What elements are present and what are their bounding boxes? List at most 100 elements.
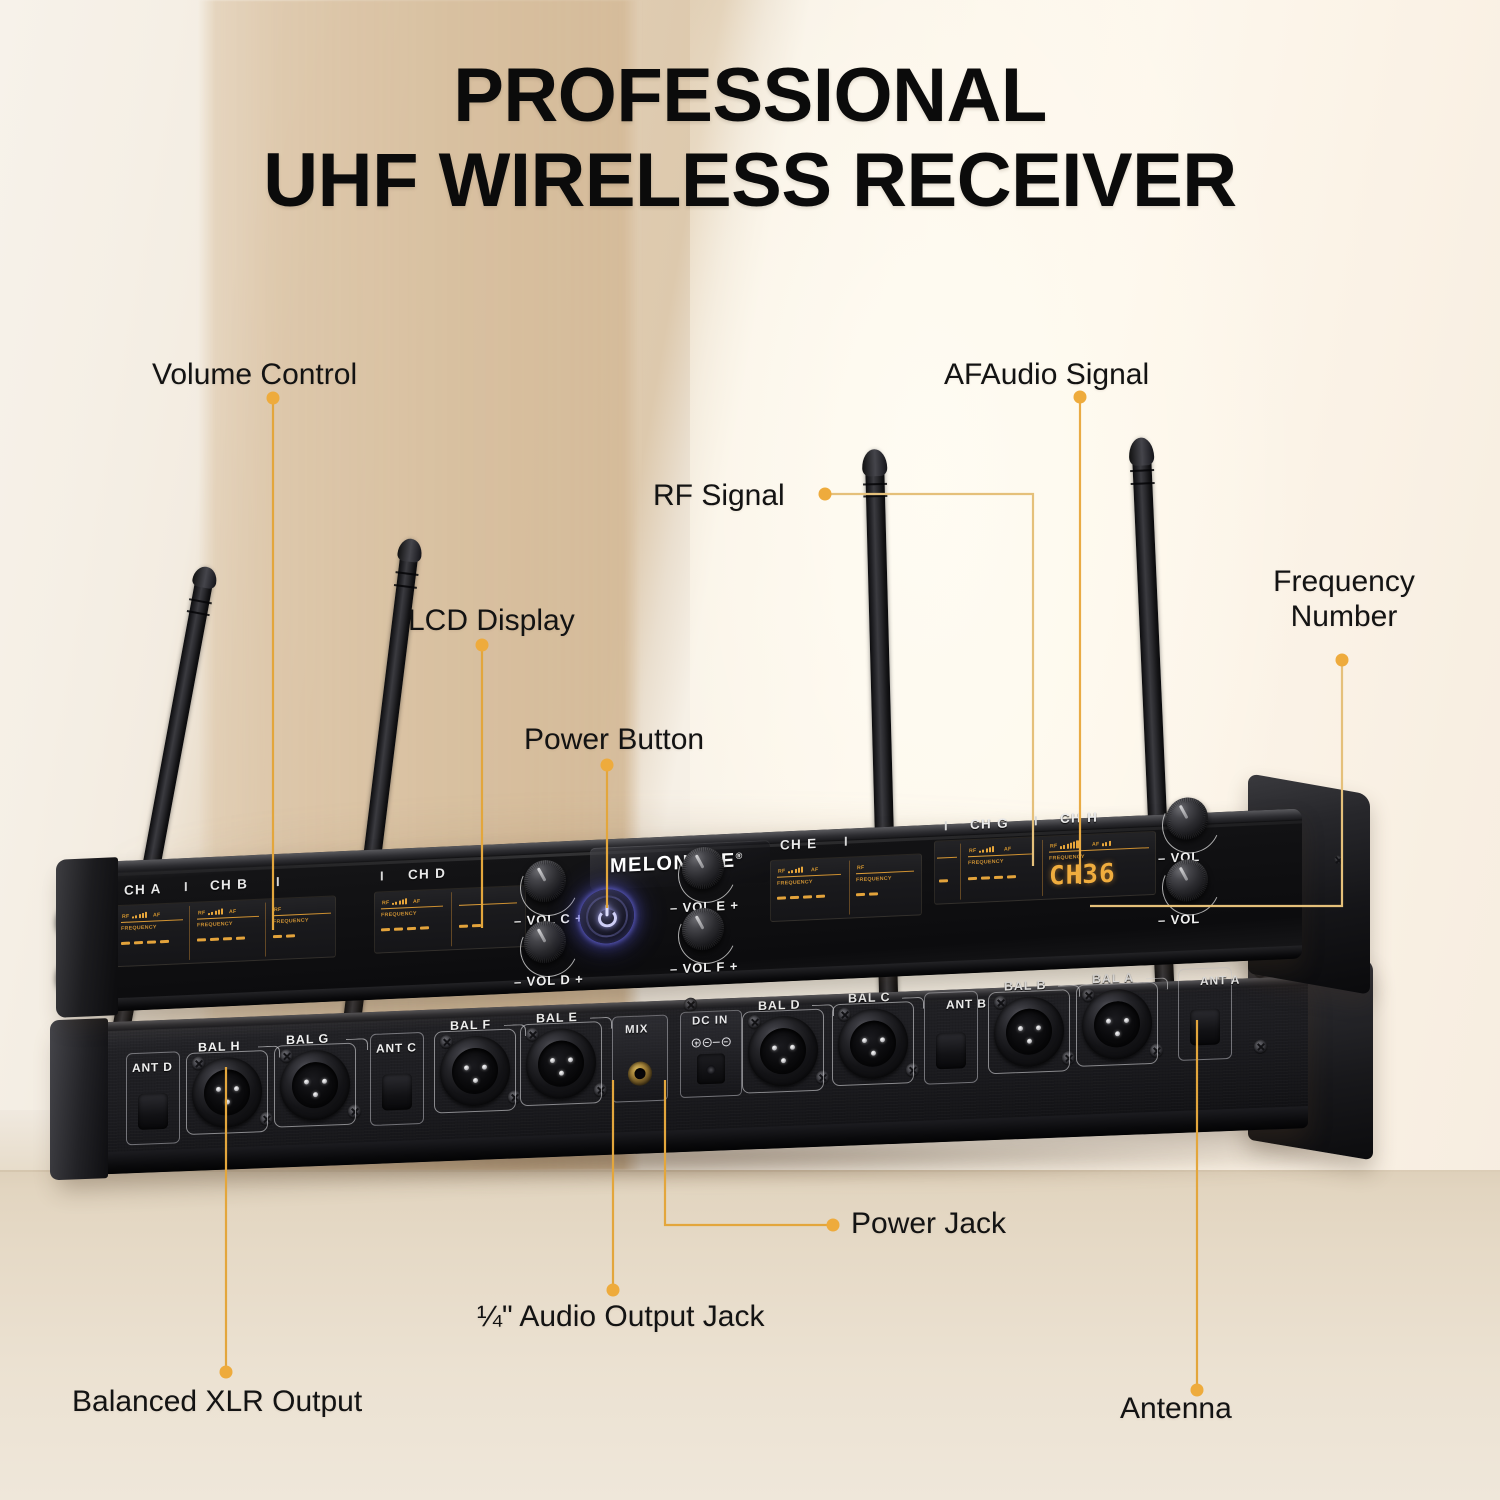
lcd-cell-ch-b: RF AF FREQUENCY xyxy=(191,900,265,963)
lcd-underline xyxy=(381,905,443,910)
lcd-value-ch-f2 xyxy=(939,879,948,883)
xlr-hole xyxy=(850,1019,896,1068)
lcd-af-indicator: AF xyxy=(811,866,819,874)
xlr-pin xyxy=(1036,1025,1041,1031)
lcd-display-group-4[interactable]: RF AF FREQUENCY RF AF xyxy=(934,830,1156,905)
antenna-connector xyxy=(1190,1008,1220,1046)
xlr-output-bal-b[interactable] xyxy=(988,989,1070,1075)
mix-jack-label: MIX xyxy=(625,1023,649,1037)
xlr-pin xyxy=(1115,1031,1120,1037)
callout-rf-signal: RF Signal xyxy=(653,479,785,512)
xlr-pin xyxy=(1027,1038,1032,1044)
xlr-output-bal-g[interactable] xyxy=(274,1042,356,1128)
lcd-underline xyxy=(777,873,841,879)
antenna-connector xyxy=(138,1092,168,1130)
front-unit-left-endcap xyxy=(56,857,118,1018)
channel-label-ch-h: CH H xyxy=(1060,809,1099,827)
callout-lcd-display: LCD Display xyxy=(408,604,575,637)
lcd-value-ch-d2 xyxy=(459,923,481,928)
antenna-connector xyxy=(382,1073,412,1111)
xlr-pin xyxy=(550,1057,555,1064)
audio-output-jack[interactable] xyxy=(628,1061,652,1087)
volume-knob-d-label: – VOL D + xyxy=(514,971,584,990)
lcd-value-ch-d xyxy=(381,926,429,932)
lcd-display-group-2[interactable]: RF AF FREQUENCY xyxy=(374,884,526,954)
antenna-a[interactable] xyxy=(1127,437,1177,1061)
lcd-cell-ch-e: RF AF FREQUENCY xyxy=(771,858,847,921)
lcd-value-ch-e xyxy=(777,894,825,900)
lcd-underline xyxy=(197,915,259,920)
power-icon xyxy=(597,903,617,928)
channel-separator: I xyxy=(844,833,848,849)
channel-separator: I xyxy=(380,868,384,884)
antenna-tip xyxy=(1127,437,1155,467)
lcd-cell-ch-f: RF FREQUENCY xyxy=(851,854,921,917)
channel-label-ch-a: CH A xyxy=(124,881,162,898)
lcd-frequency-number: CH36 xyxy=(1049,858,1116,892)
xlr-pin xyxy=(1106,1018,1111,1024)
xlr-pin xyxy=(234,1086,239,1092)
channel-separator: I xyxy=(184,879,188,895)
xlr-pin xyxy=(473,1077,478,1084)
lcd-value-ch-c xyxy=(273,934,295,939)
power-jack[interactable] xyxy=(697,1053,725,1085)
lcd-cell-ch-g: RF AF FREQUENCY xyxy=(962,837,1040,902)
lcd-underline xyxy=(968,853,1034,858)
lcd-display-group-1[interactable]: RF AF FREQUENCY RF AF FREQU xyxy=(114,895,336,968)
lcd-rf-bars-active xyxy=(1060,840,1079,850)
callout-frequency-number-line1: Frequency xyxy=(1273,565,1415,598)
lcd-rf-bars xyxy=(132,911,148,919)
lcd-frequency-caption: FREQUENCY xyxy=(273,917,309,926)
channel-label-ch-e: CH E xyxy=(780,835,818,853)
lcd-cell-ch-c: RF FREQUENCY xyxy=(267,896,336,959)
xlr-pin xyxy=(482,1064,487,1070)
xlr-pin xyxy=(1018,1025,1023,1032)
brand-trademark: ® xyxy=(735,850,744,861)
xlr-hole xyxy=(452,1047,498,1095)
lcd-rf-indicator: RF xyxy=(274,906,282,914)
lcd-rf-indicator: RF xyxy=(969,847,977,855)
lcd-underline xyxy=(856,870,914,875)
lcd-rf-indicator: RF xyxy=(857,864,865,872)
xlr-output-bal-f[interactable] xyxy=(434,1028,516,1114)
screw-icon xyxy=(1334,854,1343,865)
lcd-rf-indicator: RF xyxy=(198,910,206,917)
xlr-pin xyxy=(464,1065,469,1071)
xlr-output-bal-d[interactable] xyxy=(742,1008,824,1094)
lcd-frequency-caption: FREQUENCY xyxy=(197,921,233,929)
lcd-cell-ch-h: RF AF FREQUENCY CH36 xyxy=(1044,832,1154,899)
callout-balanced-xlr-output: Balanced XLR Output xyxy=(72,1385,363,1418)
xlr-pin xyxy=(313,1092,318,1098)
xlr-hole xyxy=(538,1039,584,1088)
lcd-value-ch-g xyxy=(968,875,1016,881)
lcd-display-group-3[interactable]: RF AF FREQUENCY RF FREQUENCY xyxy=(770,853,922,923)
channel-label-ch-b: CH B xyxy=(210,876,249,894)
lcd-af-indicator: AF xyxy=(153,912,161,919)
xlr-output-bal-c[interactable] xyxy=(832,1001,914,1087)
xlr-pin xyxy=(880,1037,885,1043)
antenna-rod xyxy=(1130,438,1177,1061)
callout-af-audio-signal: AFAudio Signal xyxy=(944,358,1150,391)
xlr-output-bal-h[interactable] xyxy=(186,1049,268,1136)
volume-knob-f-label: – VOL F + xyxy=(670,958,739,977)
channel-separator: I xyxy=(944,818,948,834)
lcd-value-ch-f xyxy=(856,892,878,897)
xlr-pin xyxy=(790,1044,795,1050)
xlr-pin xyxy=(862,1037,867,1044)
lcd-af-indicator: AF xyxy=(229,908,237,916)
antenna-socket-label-ant-b: ANT B xyxy=(946,996,987,1012)
lcd-rf-bars xyxy=(788,866,804,874)
antenna-connector xyxy=(936,1032,966,1070)
callout-audio-output-jack: ¼" Audio Output Jack xyxy=(477,1300,765,1333)
xlr-output-bal-e[interactable] xyxy=(520,1021,602,1107)
xlr-pin xyxy=(1124,1017,1129,1024)
antenna-tip xyxy=(191,564,219,590)
rear-connector-panel: ANT D BAL H BAL G xyxy=(50,963,1308,1181)
callout-power-button: Power Button xyxy=(524,723,705,756)
xlr-output-bal-a[interactable] xyxy=(1076,981,1158,1067)
xlr-hole xyxy=(1006,1007,1052,1056)
dc-polarity-icon xyxy=(691,1037,731,1048)
lcd-rf-indicator: RF xyxy=(382,900,390,907)
antenna-socket-label-ant-a: ANT A xyxy=(1200,972,1241,989)
